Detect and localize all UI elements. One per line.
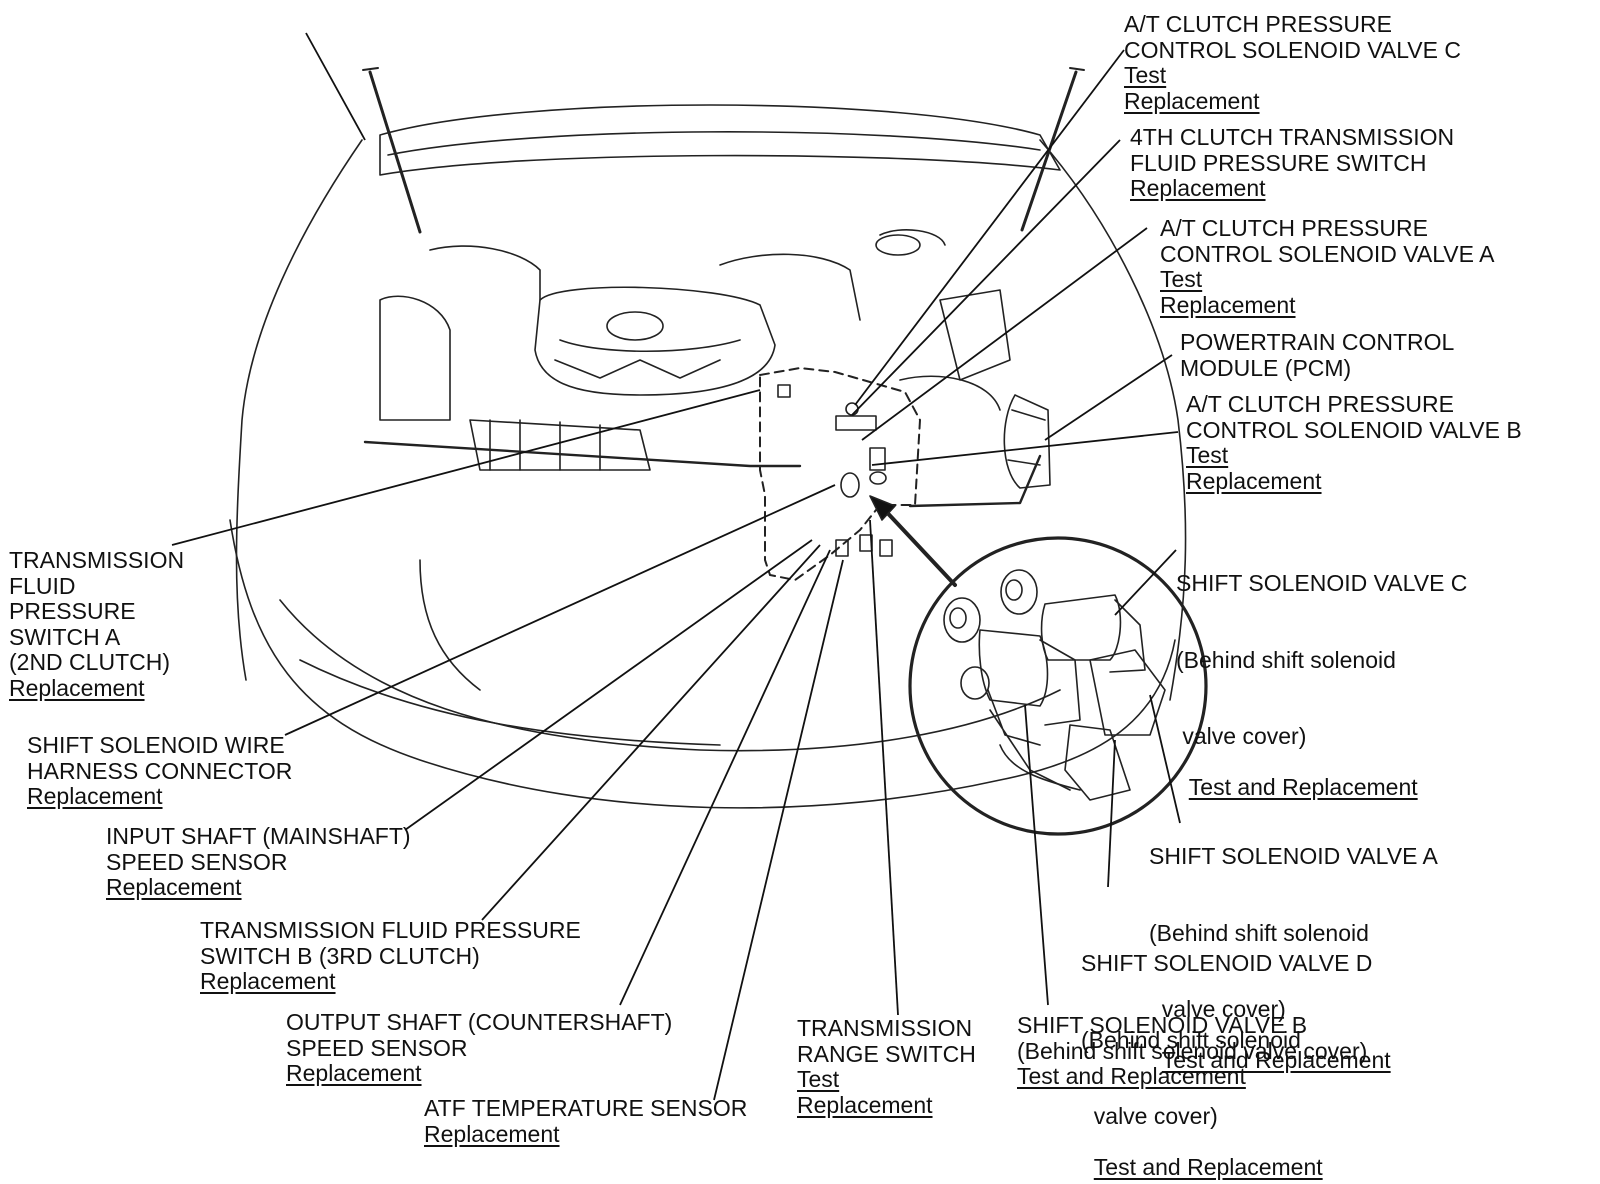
leader-top-left [305,32,366,141]
callout-shift-solenoid-c: SHIFT SOLENOID VALVE C (Behind shift sol… [1176,570,1468,800]
replacement-link[interactable]: Replacement [1160,291,1296,318]
callout-shift-solenoid-d: SHIFT SOLENOID VALVE D (Behind shift sol… [1081,950,1373,1180]
hood-inner [387,131,1041,156]
left-fender [235,139,363,681]
leader-shift-solenoid-b [1024,704,1049,1006]
replacement-link[interactable]: Replacement [424,1120,560,1147]
replacement-link[interactable]: Replacement [286,1060,422,1086]
callout-shift-solenoid-a: SHIFT SOLENOID VALVE A (Behind shift sol… [1149,843,1438,1073]
callout-switch-a: TRANSMISSION FLUID PRESSURE SWITCH A (2N… [9,547,185,701]
cowl-line [363,440,802,468]
leader-harness [284,484,836,736]
replacement-link[interactable]: Replacement [200,968,336,994]
replacement-link[interactable]: Replacement [1130,175,1266,201]
replacement-link[interactable]: Replacement [1186,467,1322,494]
leader-switch-a [171,389,761,546]
test-and-replacement-link[interactable]: Test and Replacement [1188,774,1418,800]
replacement-link[interactable]: Replacement [1124,87,1260,114]
leader-solenoid-c-pressure [854,49,1125,406]
callout-solenoid-b-pressure: A/T CLUTCH PRESSURE CONTROL SOLENOID VAL… [1186,391,1522,494]
callout-input-shaft: INPUT SHAFT (MAINSHAFT) SPEED SENSOR Rep… [106,823,411,900]
pcm-module [1003,394,1051,489]
test-link[interactable]: Test [1186,442,1229,468]
leader-input-shaft [404,539,813,831]
leader-output-shaft [619,549,831,1006]
replacement-link[interactable]: Replacement [106,874,242,900]
leader-shift-solenoid-d [1107,739,1116,888]
leader-4th-clutch-switch [851,139,1121,416]
callout-switch-b: TRANSMISSION FLUID PRESSURE SWITCH B (3R… [200,917,581,994]
leader-range-switch [869,519,899,1016]
callout-harness: SHIFT SOLENOID WIRE HARNESS CONNECTOR Re… [27,732,293,809]
replacement-link[interactable]: Replacement [797,1091,933,1118]
callout-output-shaft: OUTPUT SHAFT (COUNTERSHAFT) SPEED SENSOR… [286,1009,673,1086]
zoom-arrow [878,503,957,587]
engine-cover [534,286,776,396]
leader-solenoid-a-pressure [861,227,1148,441]
callout-solenoid-a-pressure: A/T CLUTCH PRESSURE CONTROL SOLENOID VAL… [1160,215,1495,318]
test-link[interactable]: Test [1124,62,1167,88]
callout-pcm: POWERTRAIN CONTROL MODULE (PCM) [1180,329,1455,381]
leader-switch-b [481,544,821,921]
replacement-link[interactable]: Replacement [9,674,145,701]
callout-solenoid-c-pressure: A/T CLUTCH PRESSURE CONTROL SOLENOID VAL… [1124,11,1461,114]
callout-atf-temp: ATF TEMPERATURE SENSOR Replacement [424,1095,748,1147]
leader-pcm [1044,354,1173,441]
transmission-outline [759,367,921,581]
callout-4th-clutch-switch: 4TH CLUTCH TRANSMISSION FLUID PRESSURE S… [1130,124,1455,201]
test-link[interactable]: Test [797,1066,840,1092]
callout-range-switch: TRANSMISSION RANGE SWITCH Test Replaceme… [797,1015,976,1118]
replacement-link[interactable]: Replacement [27,783,163,809]
left-hood-strut [368,70,422,234]
callout-shift-solenoid-b: SHIFT SOLENOID VALVE B (Behind shift sol… [1017,1012,1368,1089]
leader-shift-solenoid-c [1114,549,1177,616]
solenoid-inset-circle [908,536,1208,836]
leader-shift-solenoid-a [1149,694,1181,824]
hood-outline [379,104,1061,176]
leader-atf-temp [713,559,844,1101]
test-and-replacement-link[interactable]: Test and Replacement [1017,1063,1246,1089]
solenoid-cluster [943,569,1166,801]
test-and-replacement-link[interactable]: Test and Replacement [1093,1154,1323,1180]
front-bumper [229,519,1176,809]
test-link[interactable]: Test [1160,266,1203,292]
leader-solenoid-b-pressure [871,431,1179,466]
test-and-replacement-link[interactable]: Test and Replacement [1161,1047,1391,1073]
